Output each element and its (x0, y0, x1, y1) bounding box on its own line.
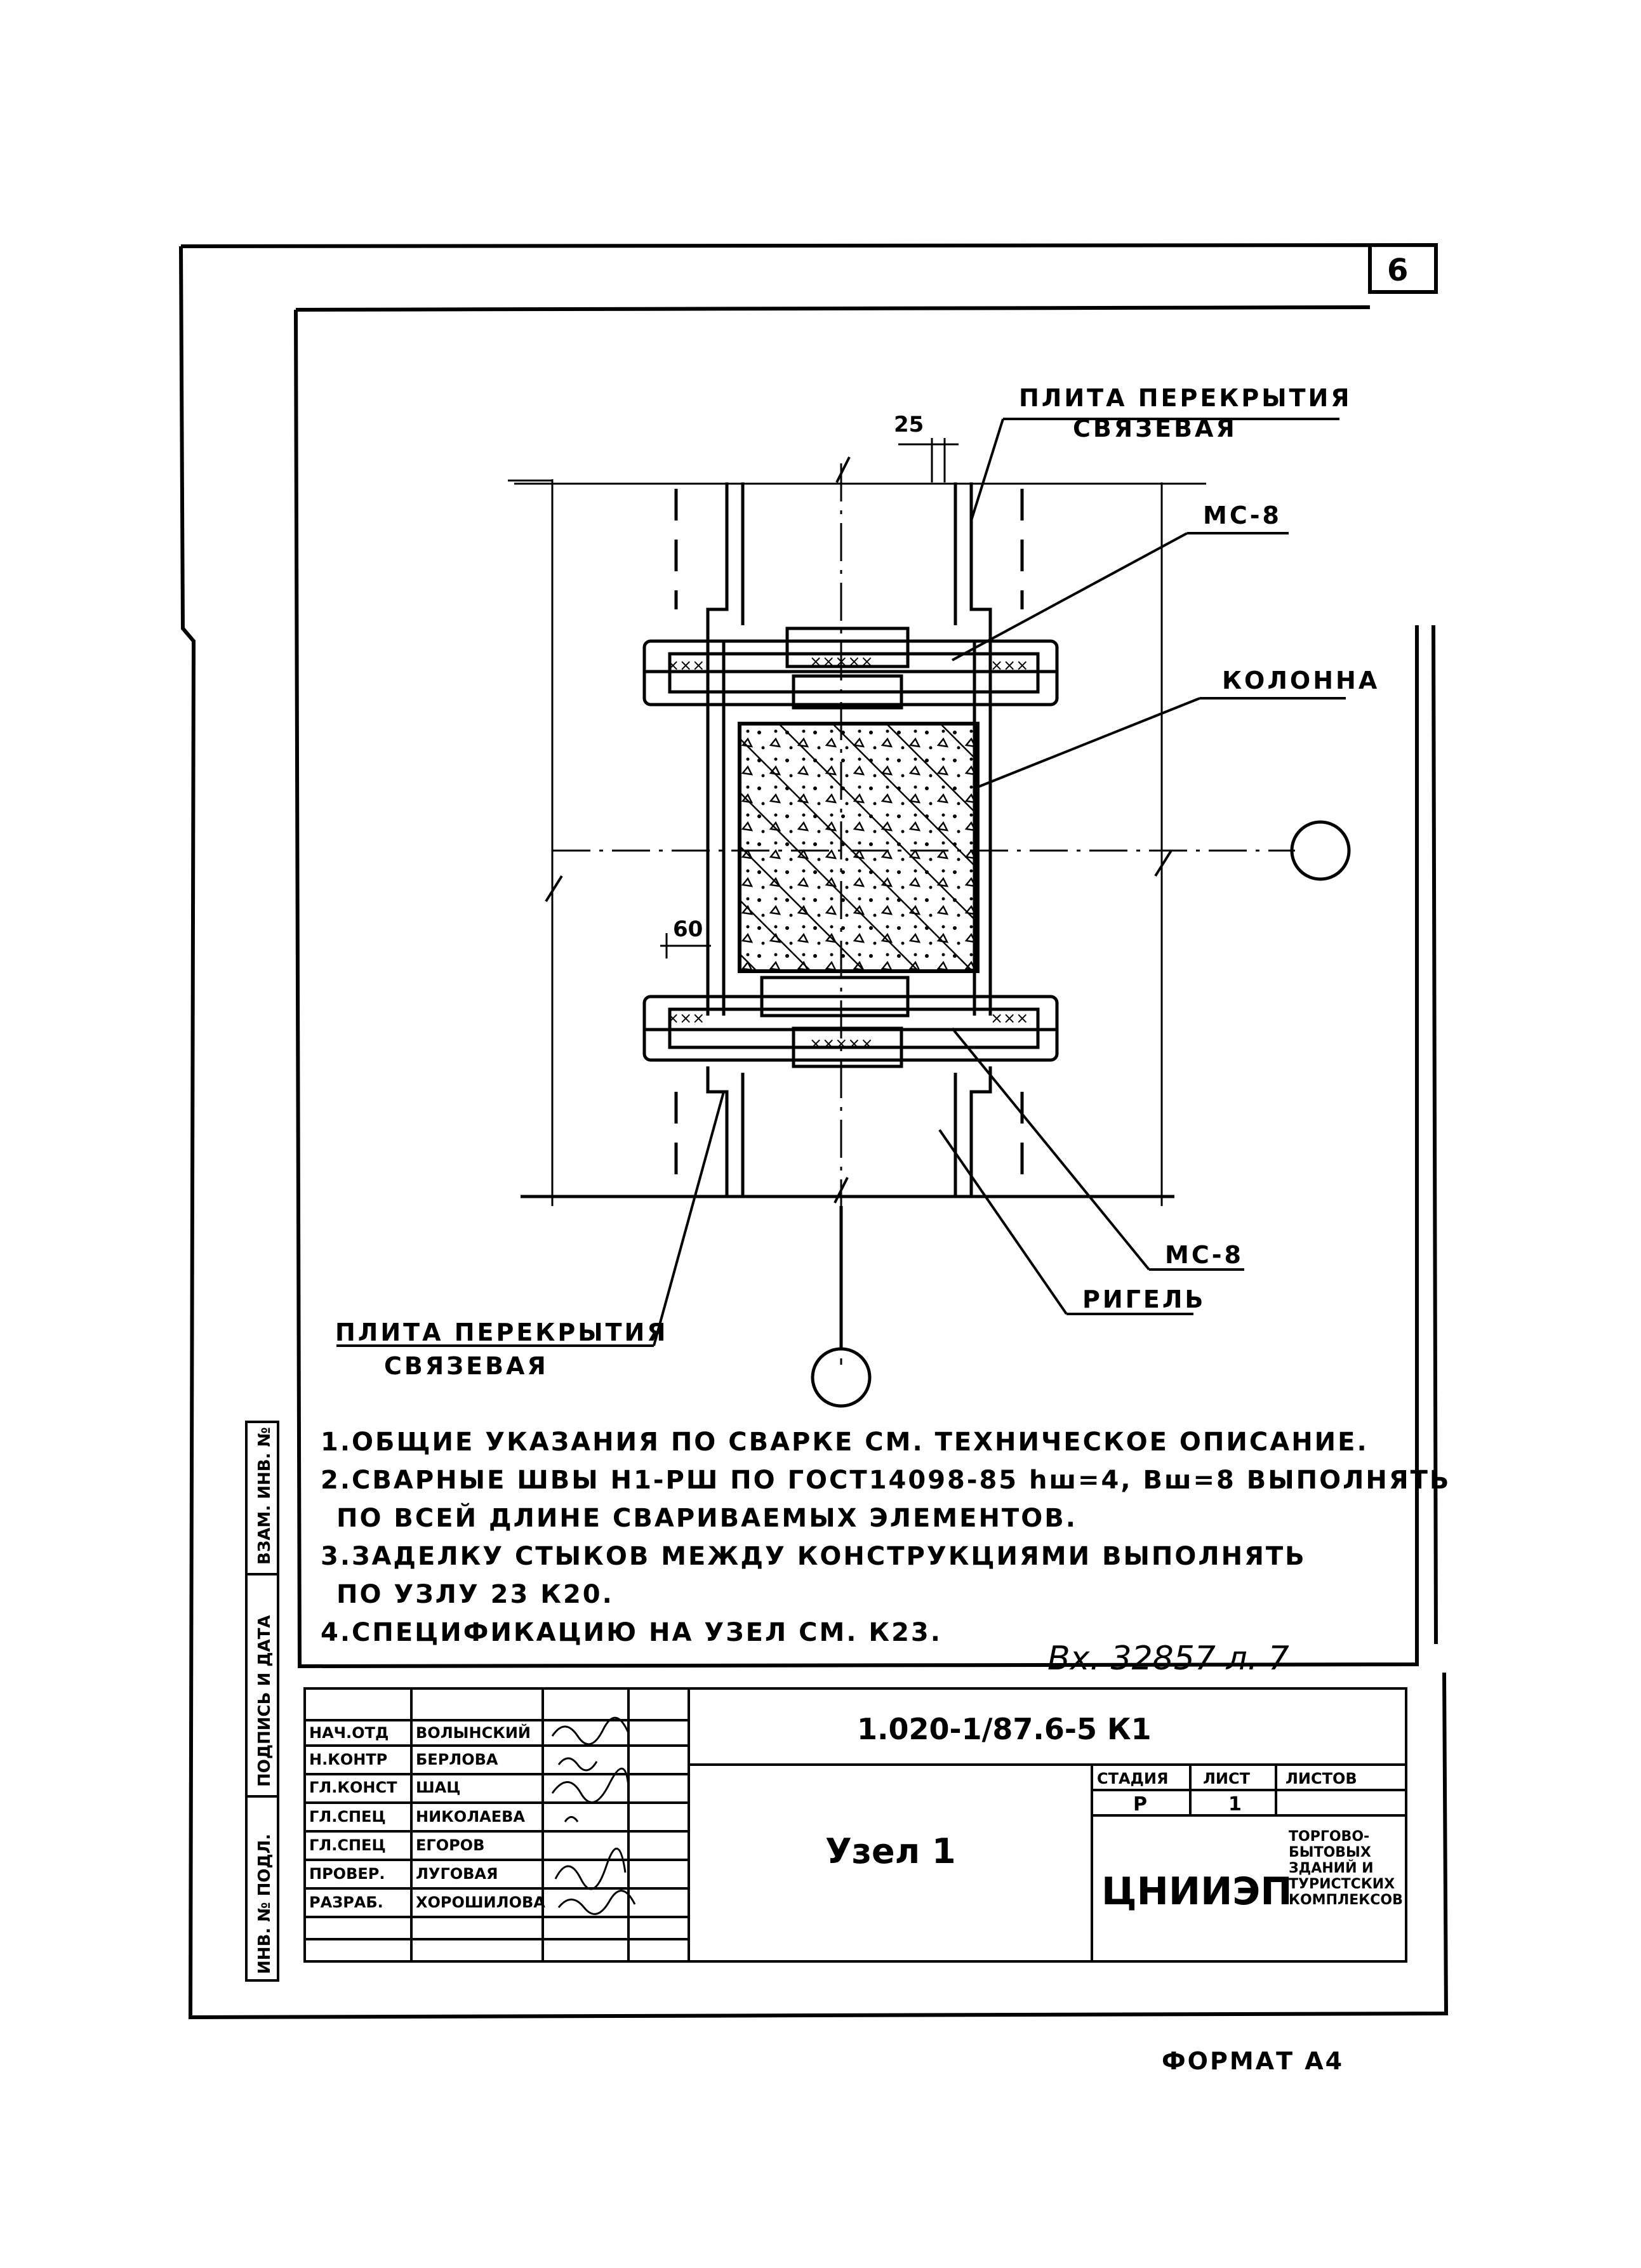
note-2b: ПО ВСЕЙ ДЛИНЕ СВАРИВАЕМЫХ ЭЛЕМЕНТОВ. (336, 1502, 1077, 1533)
staff-role: ПРОВЕР. (309, 1865, 385, 1883)
staff-role: ГЛ.КОНСТ (309, 1779, 397, 1796)
org-sub: ТОРГОВО- БЫТОВЫХ ЗДАНИЙ И ТУРИСТСКИХ КОМ… (1289, 1829, 1403, 1908)
note-3b: ПО УЗЛУ 23 К20. (336, 1580, 614, 1609)
svg-text:ЗДАНИЙ И: ЗДАНИЙ И (1289, 1860, 1374, 1876)
org-name: ЦНИИЭП (1101, 1869, 1292, 1914)
stage-header: СТАДИЯ (1097, 1770, 1169, 1787)
sheet-header: ЛИСТ (1203, 1770, 1251, 1787)
svg-text:ТУРИСТСКИХ: ТУРИСТСКИХ (1289, 1876, 1395, 1892)
staff-name: ЕГОРОВ (416, 1836, 484, 1854)
sheet-frame (179, 242, 1449, 2020)
side-stamp-sign: ПОДПИСЬ И ДАТА (255, 1615, 274, 1787)
side-stamp-replace: ВЗАМ. ИНВ. № (255, 1427, 274, 1565)
slab-bottom-label-2: СВЯЗЕВАЯ (384, 1352, 548, 1380)
sheet-value: 1 (1228, 1793, 1242, 1815)
slab-bottom-label-1: ПЛИТА ПЕРЕКРЫТИЯ (335, 1318, 668, 1346)
page-number: 6 (1387, 253, 1408, 288)
ms8-top-label: МС-8 (1203, 501, 1282, 529)
slab-top-label-1: ПЛИТА ПЕРЕКРЫТИЯ (1019, 384, 1352, 412)
svg-text:×××××: ××××× (809, 1035, 874, 1052)
staff-name: ЛУГОВАЯ (416, 1865, 498, 1883)
svg-text:×××××: ××××× (809, 653, 874, 670)
svg-text:×××: ××× (667, 1009, 705, 1027)
note-3: 3.ЗАДЕЛКУ СТЫКОВ МЕЖДУ КОНСТРУКЦИЯМИ ВЫП… (321, 1542, 1306, 1571)
signatures (551, 1716, 636, 1915)
stage-value: Р (1133, 1793, 1147, 1815)
side-stamp-inv: ИНВ. № ПОДЛ. (255, 1834, 274, 1974)
sheets-header: ЛИСТОВ (1286, 1770, 1357, 1787)
node-title: Узел 1 (825, 1831, 956, 1871)
staff-role: Н.КОНТР (309, 1751, 387, 1768)
staff-name: ШАЦ (416, 1779, 461, 1796)
staff-role: ГЛ.СПЕЦ (309, 1836, 386, 1854)
staff-role: ГЛ.СПЕЦ (309, 1808, 386, 1826)
svg-text:БЫТОВЫХ: БЫТОВЫХ (1289, 1845, 1371, 1860)
svg-text:×××: ××× (990, 656, 1028, 674)
format-label: ФОРМАТ А4 (1162, 2047, 1344, 2075)
dim-top: 25 (894, 412, 924, 437)
staff-name: ВОЛЫНСКИЙ (416, 1723, 531, 1742)
svg-text:ТОРГОВО-: ТОРГОВО- (1289, 1829, 1369, 1845)
doc-code: 1.020-1/87.6-5 К1 (857, 1712, 1152, 1746)
dim-left: 60 (673, 917, 703, 942)
note-2: 2.СВАРНЫЕ ШВЫ Н1-РШ ПО ГОСТ14098-85 hш=4… (321, 1466, 1451, 1495)
title-block (303, 1687, 1407, 1963)
staff-list: НАЧ.ОТД ВОЛЫНСКИЙ Н.КОНТР БЕРЛОВА ГЛ.КОН… (309, 1723, 545, 1911)
staff-role: НАЧ.ОТД (309, 1724, 389, 1742)
slab-top-label-2: СВЯЗЕВАЯ (1073, 414, 1237, 442)
svg-text:КОМПЛЕКСОВ: КОМПЛЕКСОВ (1289, 1892, 1403, 1908)
ms8-bottom-label: МС-8 (1165, 1241, 1244, 1269)
note-1: 1.ОБЩИЕ УКАЗАНИЯ ПО СВАРКЕ СМ. ТЕХНИЧЕСК… (321, 1428, 1369, 1457)
column-label: КОЛОННА (1222, 666, 1379, 694)
svg-text:×××: ××× (990, 1009, 1028, 1027)
note-4: 4.СПЕЦИФИКАЦИЮ НА УЗЕЛ СМ. К23. (321, 1618, 942, 1647)
staff-name: БЕРЛОВА (416, 1751, 498, 1768)
inbound-number: Вх. 32857 л. 7 (1047, 1640, 1289, 1678)
general-notes: 1.ОБЩИЕ УКАЗАНИЯ ПО СВАРКЕ СМ. ТЕХНИЧЕСК… (321, 1428, 1451, 1647)
rigel-label: РИГЕЛЬ (1082, 1285, 1206, 1313)
staff-name: ХОРОШИЛОВА (416, 1893, 545, 1911)
svg-text:×××: ××× (667, 656, 705, 674)
side-stamp (245, 1421, 279, 1982)
staff-name: НИКОЛАЕВА (416, 1808, 525, 1826)
staff-role: РАЗРАБ. (309, 1893, 383, 1911)
